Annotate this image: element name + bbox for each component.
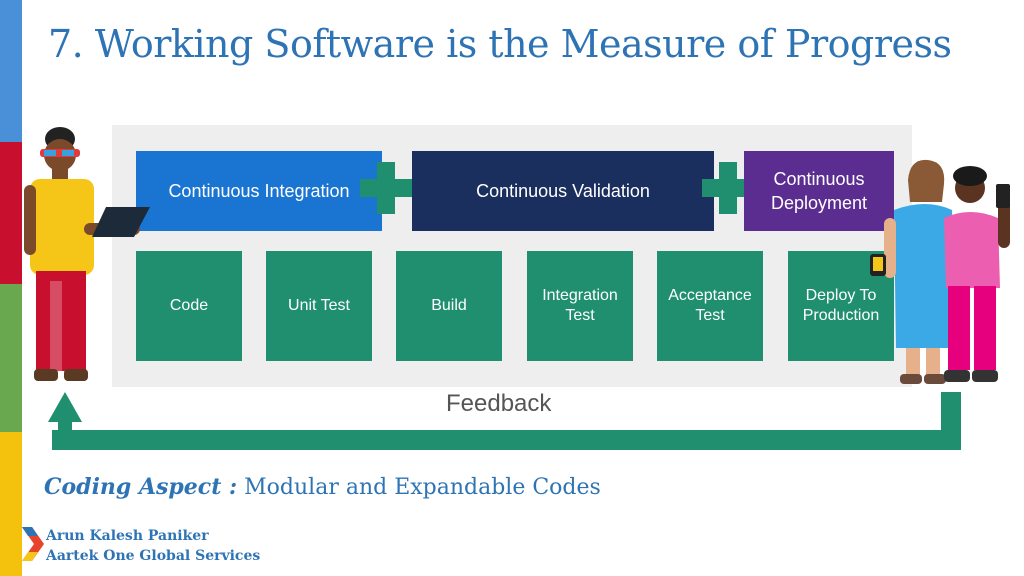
accent-stripe-blue (0, 0, 22, 142)
step-integration-test: Integration Test (527, 251, 633, 361)
step-code: Code (136, 251, 242, 361)
stage-continuous-integration: Continuous Integration (136, 151, 382, 231)
accent-stripe-green (0, 284, 22, 432)
chevron-logo-icon (22, 527, 44, 561)
accent-stripe-yellow (0, 432, 22, 576)
slide-title: 7. Working Software is the Measure of Pr… (48, 22, 952, 66)
feedback-label: Feedback (446, 390, 552, 417)
feedback-arrow (48, 392, 961, 450)
coding-aspect-text: Modular and Expandable Codes (244, 475, 601, 500)
step-build: Build (396, 251, 502, 361)
coding-aspect-label: Coding Aspect : (44, 474, 238, 500)
plus-icon (702, 162, 754, 214)
stage-continuous-validation: Continuous Validation (412, 151, 714, 231)
step-acceptance-test: Acceptance Test (657, 251, 763, 361)
coding-aspect-line: Coding Aspect : Modular and Expandable C… (44, 474, 601, 500)
plus-icon (360, 162, 412, 214)
author-name: Arun Kalesh Paniker (46, 528, 209, 544)
developer-person-illustration (24, 127, 150, 381)
devops-pipeline-diagram: Continuous Integration Continuous Valida… (112, 125, 912, 387)
stage-continuous-deployment: Continuous Deployment (744, 151, 894, 231)
business-people-illustration (870, 159, 1010, 384)
company-name: Aartek One Global Services (46, 548, 261, 564)
accent-stripe-red (0, 142, 22, 284)
step-unit-test: Unit Test (266, 251, 372, 361)
